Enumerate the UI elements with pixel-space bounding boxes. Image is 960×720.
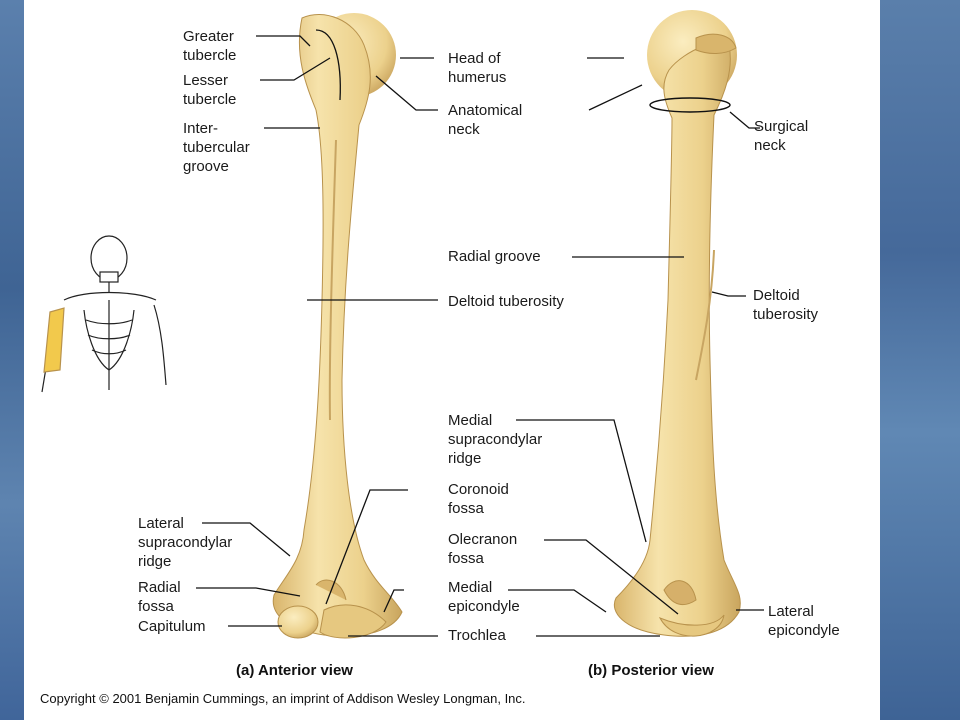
left-frame-border <box>0 0 24 720</box>
caption-posterior-view: (b) Posterior view <box>588 662 714 679</box>
surgical-neck-ring <box>649 97 731 113</box>
anterior-humerus-bone <box>272 13 403 639</box>
highlighted-humerus-thumbnail <box>43 307 65 373</box>
label-trochlea: Trochlea <box>448 627 506 644</box>
label-radial-groove: Radial groove <box>448 248 541 265</box>
capitulum-shape <box>277 605 319 639</box>
posterior-humerus-bone <box>613 10 741 637</box>
leader-lines <box>196 35 764 637</box>
right-frame-border <box>880 0 960 720</box>
label-capitulum: Capitulum <box>138 618 206 635</box>
copyright-notice: Copyright © 2001 Benjamin Cummings, an i… <box>40 691 526 706</box>
caption-anterior-view: (a) Anterior view <box>236 662 353 679</box>
skeleton-thumbnail <box>41 235 167 393</box>
olecranon-fossa-shape <box>663 580 697 606</box>
label-deltoid-tuberosity-anterior: Deltoid tuberosity <box>448 293 564 310</box>
